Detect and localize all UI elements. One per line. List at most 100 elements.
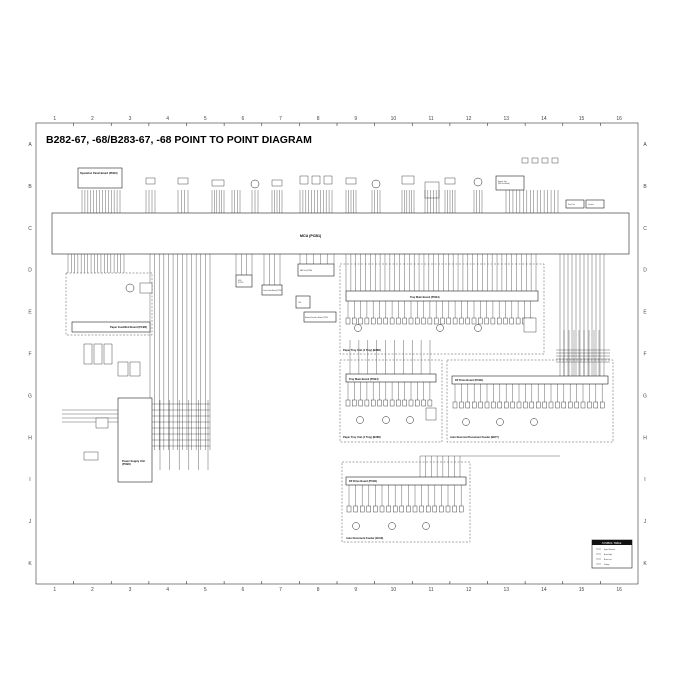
grid-col-label: 2 [91,116,94,122]
grid-row-label: K [28,561,32,567]
grid-row-label: C [28,226,32,232]
connector [521,157,529,164]
laser-board-label: Laser Diode Board (PCB7) [263,290,282,292]
connector [459,505,464,513]
connector [427,399,433,407]
ops-panel-box [77,167,123,189]
grid-col-label: 4 [166,116,169,122]
grid-col-label: 12 [466,116,472,122]
grid-row-label: I [29,477,30,483]
ldu-label: LDU [298,302,302,304]
connector [345,317,351,325]
connector [503,317,508,325]
hdd-box [235,274,253,288]
grid-col-label: 11 [428,116,433,122]
grid-col-label: 10 [391,587,397,593]
connector [426,505,431,513]
connector [412,505,418,513]
connector [542,401,547,409]
main-board-label: MCU (PCB1) [300,234,322,238]
motor-symbol [462,418,470,426]
connector [352,399,357,407]
connector [574,401,579,409]
symbol-row-2: Active High [604,553,612,556]
connector [177,177,189,185]
symbol-table-title: SYMBOL TABLE [602,541,622,545]
grid-col-label: 16 [616,116,622,122]
connector [402,317,407,325]
grid-col-label: 2 [91,587,94,593]
paper-tray-unit-1-label: Paper Tray Unit (1 Tray) (B388) [343,348,381,352]
nib-box [303,311,337,323]
motor-symbol [436,324,444,332]
small-box-2-label: Counter [588,203,594,206]
connector [366,505,371,513]
connector [600,401,605,409]
connector [529,401,534,409]
paper-tray-unit-2-label: Paper Tray Unit (1 Tray) (B388) [343,435,381,439]
connector [389,399,395,407]
arff-drive-label: DF Drive Board (PCB1) [455,378,483,382]
grid-col-label: 6 [242,587,245,593]
connector [401,175,415,185]
connector [465,317,470,325]
motor-symbol [406,416,414,424]
motor-symbol [352,522,360,530]
connector [504,401,509,409]
connector [402,399,407,407]
connector [490,317,496,325]
connector [541,157,549,164]
symbol-table: SYMBOL TABLE Signal Direction Active Hig… [591,539,633,569]
connector [371,399,376,407]
connector [373,505,378,513]
connector [299,175,309,185]
connector [346,505,352,513]
connector [377,399,382,407]
grid-col-label: 8 [317,116,320,122]
grid-col-label: 14 [541,116,547,122]
connector [523,401,528,409]
paper-tray-unit-2-dashed [339,359,443,443]
connector [497,317,502,325]
connector [561,401,566,409]
connector [345,399,351,407]
grid-row-label: B [28,184,32,190]
connector [383,317,388,325]
connector [459,401,464,409]
grid-col-label: 12 [466,587,472,593]
connector [379,505,385,513]
connector [323,175,333,185]
adf-label: Auto Document Feeder (B419) [346,536,383,540]
connector [510,401,515,409]
paper-feed-label: Paper Feed/Exit Board (PCB5) [110,325,147,329]
tray-right-box [495,175,525,191]
grid-col-label: 14 [541,587,547,593]
connector [83,451,99,461]
grid-col-label: 8 [317,587,320,593]
grid-col-label: 9 [354,116,357,122]
connector [345,177,357,185]
connector [421,317,426,325]
connector [515,317,521,325]
connector [452,505,457,513]
tray-main-2-label: Tray Main Board (PCB4) [349,377,379,381]
connector [311,175,321,185]
hdd-label: HDD(PCB2) [238,280,244,284]
connector [593,401,598,409]
grid-col-label: 1 [53,116,56,122]
small-box-2 [585,199,605,209]
power-supply-label: Power Supply Unit(PCB6) [122,459,145,466]
grid-col-label: 13 [504,116,510,122]
connector [360,505,365,513]
fax-board-label: FAX Unit (PCB8) [300,269,312,272]
grid-col-label: 4 [166,587,169,593]
connector [421,399,426,407]
connector [406,505,411,513]
connector [396,399,401,407]
connector [424,181,440,199]
grid-row-label: E [28,310,32,316]
connector [472,401,477,409]
connector [587,401,592,409]
connector [523,317,537,333]
